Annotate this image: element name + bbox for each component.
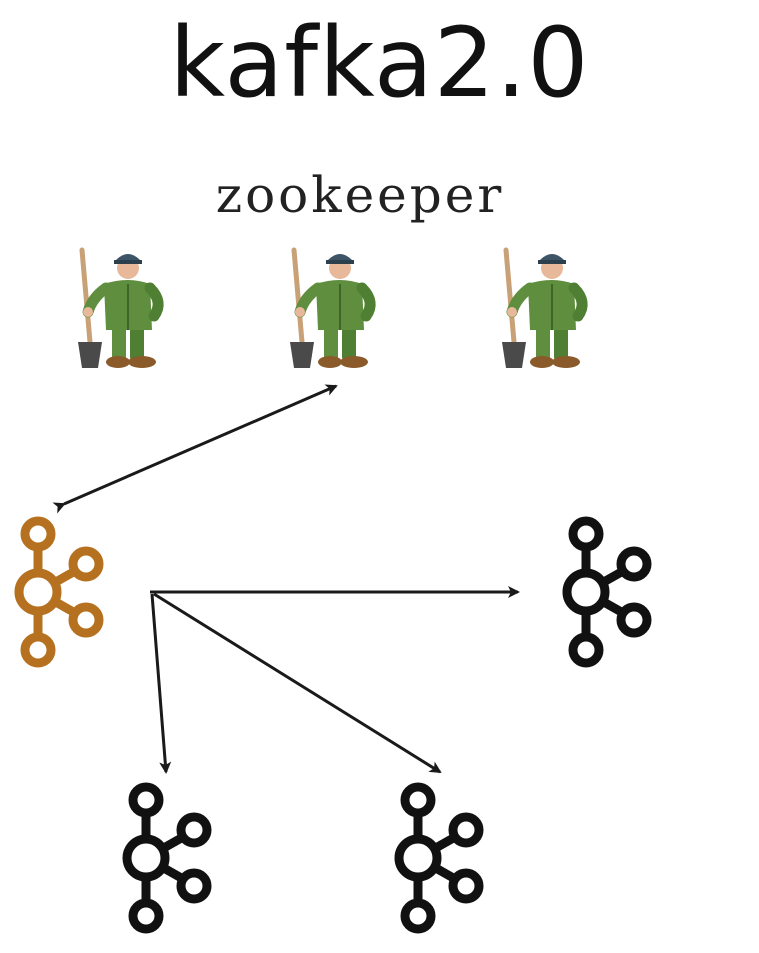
zookeeper-worker-icon xyxy=(502,250,582,368)
kafka-brokers xyxy=(19,521,647,929)
follower-broker-bottom-right-kafka-logo-icon xyxy=(399,787,479,929)
diagram-title: kafka2.0 xyxy=(169,7,590,119)
follower-broker-bottom-left-kafka-logo-icon xyxy=(127,787,207,929)
leader-zookeeper-arrow xyxy=(52,384,338,514)
zookeeper-worker-icon xyxy=(290,250,370,368)
zookeeper-worker-icon xyxy=(78,250,158,368)
zookeeper-ensemble xyxy=(78,250,582,368)
leader-to-bottom-right-broker-arrow xyxy=(153,592,442,774)
leader-to-bottom-left-broker-arrow xyxy=(150,593,172,774)
arrows xyxy=(52,384,520,774)
leader-broker-kafka-logo-icon xyxy=(19,521,99,663)
zookeeper-label: zookeeper xyxy=(215,166,505,224)
follower-broker-right-kafka-logo-icon xyxy=(567,521,647,663)
